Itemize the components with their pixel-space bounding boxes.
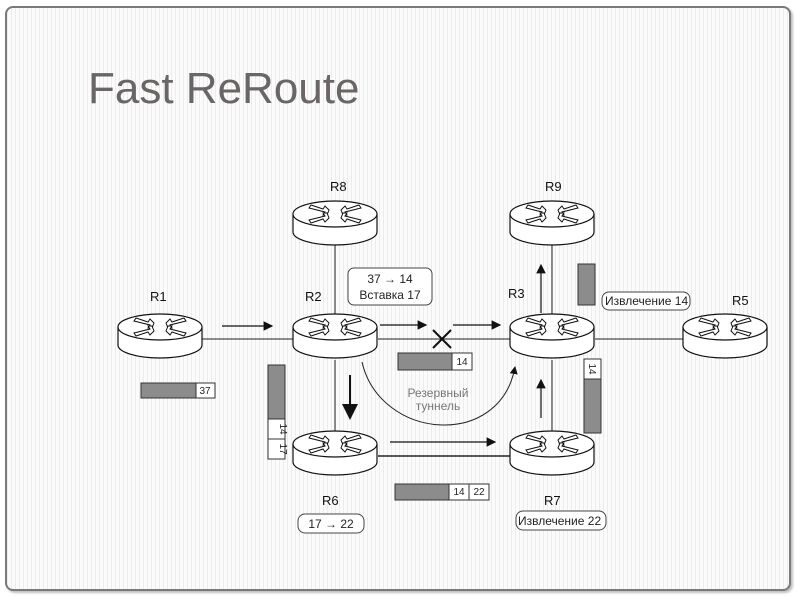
svg-text:14: 14 <box>453 487 465 498</box>
router-r3[interactable] <box>509 313 595 359</box>
note-r2-swap: 37 → 14 Вставка 17 <box>347 267 433 306</box>
packet-r3-r9 <box>577 263 596 306</box>
links <box>200 243 685 457</box>
router-label-r1: R1 <box>150 289 167 304</box>
router-label-r9: R9 <box>545 179 562 194</box>
svg-text:14: 14 <box>277 423 288 435</box>
router-label-r8: R8 <box>330 179 347 194</box>
packet-r2-r6: 14 17 <box>267 364 288 460</box>
svg-text:37: 37 <box>199 386 211 397</box>
svg-text:Извлечение 14: Извлечение 14 <box>605 294 688 308</box>
svg-text:Вставка 17: Вставка 17 <box>359 288 421 302</box>
router-r5[interactable] <box>682 313 768 359</box>
packet-r1-r2: 37 <box>140 382 216 399</box>
svg-text:14: 14 <box>456 357 468 368</box>
note-r6-swap: 17 → 22 <box>297 513 365 534</box>
note-r3-pop: Извлечение 14 <box>601 291 691 311</box>
svg-text:14: 14 <box>586 363 597 375</box>
svg-text:22: 22 <box>473 487 485 498</box>
router-r2[interactable] <box>292 313 378 359</box>
link-failure-x-icon <box>432 329 452 349</box>
router-label-r5: R5 <box>732 293 749 308</box>
backup-tunnel-arrow <box>361 361 518 426</box>
router-label-r7: R7 <box>544 493 561 508</box>
router-label-r6: R6 <box>322 493 339 508</box>
svg-text:Извлечение 22: Извлечение 22 <box>518 514 601 528</box>
svg-text:17 → 22: 17 → 22 <box>308 517 354 531</box>
router-r8[interactable] <box>292 200 378 246</box>
router-r7[interactable] <box>509 430 595 476</box>
packet-r7-r3: 14 <box>583 358 602 434</box>
backup-tunnel-label-1: Резервный <box>408 386 469 400</box>
svg-text:37 → 14: 37 → 14 <box>367 272 413 286</box>
packet-r2-r3: 14 <box>397 352 473 371</box>
router-label-r2: R2 <box>305 289 322 304</box>
slide-title: Fast ReRoute <box>88 64 360 113</box>
router-r6[interactable] <box>292 430 378 476</box>
svg-text:17: 17 <box>277 443 288 455</box>
router-r1[interactable] <box>117 313 203 359</box>
router-label-r3: R3 <box>508 286 525 301</box>
router-r9[interactable] <box>509 200 595 246</box>
note-r7-pop: Извлечение 22 <box>515 510 607 531</box>
backup-tunnel-label-2: туннель <box>416 399 460 413</box>
packet-r6-r7: 14 22 <box>394 483 490 501</box>
